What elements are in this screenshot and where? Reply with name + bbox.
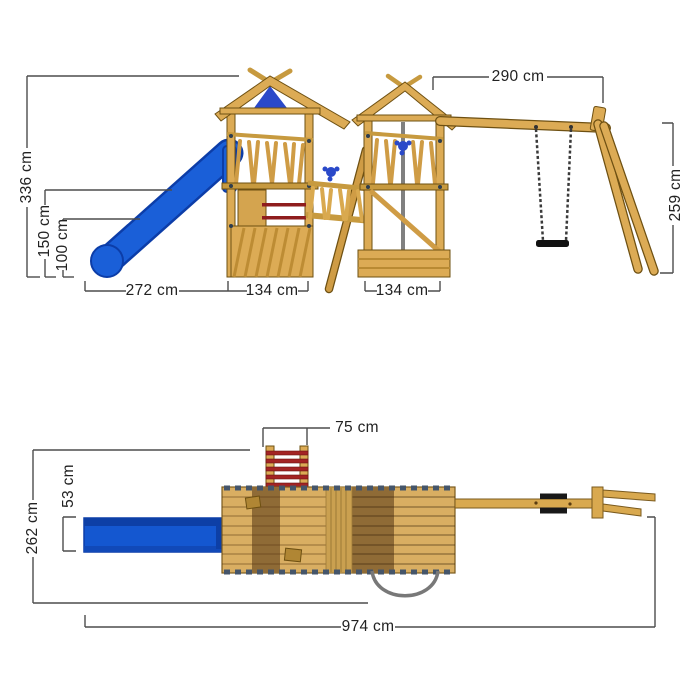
- swing-mount-black: [540, 507, 567, 514]
- label-slide-run: 272 cm: [125, 282, 179, 299]
- slide-side: [90, 138, 244, 278]
- swing-set: [435, 105, 659, 276]
- platform-top: [221, 485, 456, 575]
- climbing-rung-red: [262, 203, 306, 207]
- bridge-balusters: [308, 186, 364, 222]
- tower-2: [351, 73, 459, 278]
- blue-splat-decoration: [322, 166, 340, 182]
- swing-chain: [564, 128, 573, 242]
- tower2-railing-balusters: [371, 138, 437, 186]
- blue-splat-decoration: [394, 140, 412, 156]
- tower1-plank-wall: [232, 227, 312, 278]
- swing-seat: [536, 240, 569, 247]
- label-total-length: 974 cm: [341, 618, 395, 635]
- label-total-depth: 262 cm: [24, 501, 41, 555]
- slide-top: [83, 517, 228, 553]
- side-view-illustration: [26, 67, 674, 294]
- ladder-top: [265, 445, 309, 491]
- dimension-lines-top: [32, 427, 656, 628]
- grab-arc: [370, 570, 440, 598]
- top-view-illustration: [32, 427, 656, 628]
- swing-beam-top: [454, 486, 656, 519]
- label-swing-span: 290 cm: [491, 68, 545, 85]
- label-slide-width: 53 cm: [60, 464, 77, 508]
- log-joints: [366, 134, 442, 189]
- label-slide-start-height: 100 cm: [54, 218, 71, 272]
- dimension-lines-side: [26, 75, 674, 292]
- label-ladder-width: 75 cm: [335, 419, 379, 436]
- label-tower1-width: 134 cm: [245, 282, 299, 299]
- label-tower2-width: 134 cm: [375, 282, 429, 299]
- tower1-railing-balusters: [234, 139, 305, 186]
- swing-chain: [534, 128, 545, 242]
- climbing-rung-red: [262, 216, 306, 220]
- swing-mount-black: [540, 493, 567, 499]
- label-swing-height: 259 cm: [667, 168, 684, 222]
- ladder-rungs-red: [265, 450, 309, 488]
- label-platform-height: 150 cm: [36, 204, 53, 258]
- bridge: [305, 145, 373, 294]
- label-total-height: 336 cm: [18, 150, 35, 204]
- gable-flag-blue: [254, 86, 287, 108]
